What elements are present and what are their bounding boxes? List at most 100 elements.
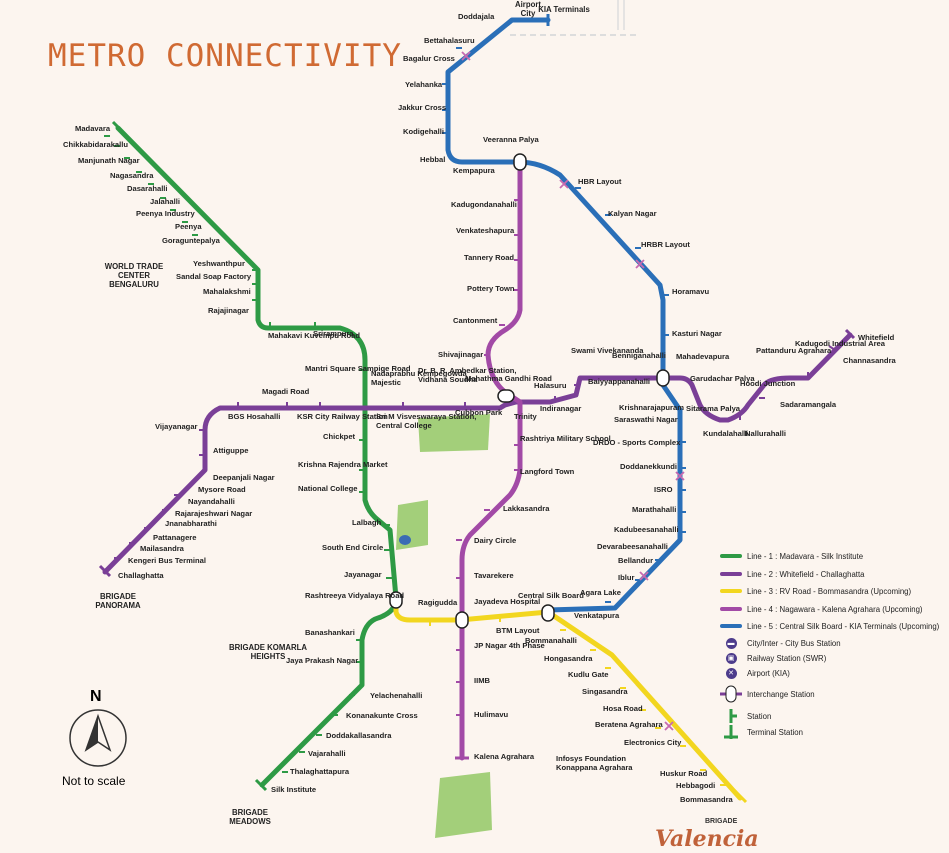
station-label: HRBR Layout [641,240,690,249]
station-label: Iblur [618,573,635,582]
station-label: HBR Layout [578,177,622,186]
legend-line-3: Line - 3 : RV Road - Bommasandra (Upcomi… [720,585,911,597]
station-label: Jalahalli [150,197,180,206]
station-label: Rajarajeshwari Nagar [175,509,253,518]
station-label: Agara Lake [580,588,621,597]
station-label: Kalyan Nagar [608,209,657,218]
station-label: Garudachar Palya [690,374,755,383]
station-ticks [104,47,836,786]
station-label: Cubbon Park [455,408,503,417]
station-label: Pottery Town [467,284,515,293]
interchange-markers [389,153,670,629]
line-1-route [115,125,399,788]
station-label: Vajarahalli [308,749,346,758]
terminal-icon [724,725,738,739]
station-label: DRDO - Sports Complex [593,438,681,447]
station-label: Banashankari [305,628,355,637]
station-tick-icon [729,709,737,723]
station-label: Doddakallasandra [326,731,392,740]
station-label: Challaghatta [118,571,164,580]
station-label: Jakkur Cross [398,103,447,112]
station-label: Swami Vivekananda [571,346,644,355]
station-label: Beratena Agrahara [595,720,663,729]
station-label: Kadugodi Industrial Area [795,339,886,348]
station-label: National College [298,484,358,493]
station-label: Mahalakshmi [203,287,251,296]
station-label: Singasandra [582,687,628,696]
station-label: Doddanekkundi [620,462,677,471]
station-label: Kalena Agrahara [474,752,535,761]
station-label: South End Circle [322,543,384,552]
station-label: Huskur Road [660,769,708,778]
station-label: Lalbagh [352,518,382,527]
station-label: Horamavu [672,287,710,296]
station-label: Langford Town [520,467,575,476]
station-label: Bellandur [618,556,654,565]
station-label: Manjunath Nagar [78,156,140,165]
station-label: Bettahalasuru [424,36,475,45]
station-label: Nagasandra [110,171,154,180]
station-label: Mahadevapura [676,352,730,361]
station-label: Mantri Square Sampige Road [305,364,411,373]
map-title: METRO CONNECTIVITY [48,38,402,74]
station-label: Madavara [75,124,111,133]
station-label: Devarabeesanahalli [597,542,668,551]
legend-station: Station [720,709,771,723]
station-label: Veeranna Palya [483,135,539,144]
station-label: Konanakunte Cross [346,711,418,720]
station-label: Krishna Rajendra Market [298,460,388,469]
station-label: Mysore Road [198,485,246,494]
station-label: BTM Layout [496,626,540,635]
legend-line-1: Line - 1 : Madavara - Silk Institute [720,550,863,562]
station-label: Yelahanka [405,80,443,89]
station-label: Sadaramangala [780,400,837,409]
station-label: Trinity [514,412,537,421]
station-label: Kudlu Gate [568,670,609,679]
station-label: Magadi Road [262,387,310,396]
terminal-markers [98,14,856,804]
station-label: Hebbal [420,155,446,164]
legend-line-4: Line - 4 : Nagawara - Kalena Agrahara (U… [720,603,923,615]
station-label: Hosa Road [603,704,643,713]
airport-road-line [617,0,625,30]
bus-icon: ▬ [725,637,737,649]
station-label: Indiranagar [540,404,582,413]
interchange-icon [720,685,742,703]
station-label: Hongasandra [544,654,593,663]
landmark-label: BRIGADE KOMARLA HEIGHTS [229,643,307,661]
station-label: Venkateshapura [456,226,515,235]
station-label: Halasuru [534,381,567,390]
station-label: Vijayanagar [155,422,198,431]
lalbagh-lake [399,535,411,545]
station-label: Chikkabidarakallu [63,140,128,149]
station-label: Kodigehalli [403,127,444,136]
station-label: Sitarama Palya [686,404,741,413]
compass-icon [69,709,127,767]
landmark-label: Airport City [515,0,541,18]
legend-line-2: Line - 2 : Whitefield - Challaghatta [720,568,864,580]
station-label: Kempapura [453,166,495,175]
legend-terminal: Terminal Station [720,725,803,739]
station-label: Thalaghattapura [290,767,350,776]
station-label: Kasturi Nagar [672,329,722,338]
north-compass: N Not to scale [56,688,146,788]
station-label: Central Silk Board [518,591,584,600]
station-label: Yeshwanthpur [193,259,245,268]
station-label: Chickpet [323,432,356,441]
station-label: Channasandra [843,356,896,365]
landmark-label: KIA Terminals [538,5,590,14]
legend-airport: ✕Airport (KIA) [720,667,790,679]
station-label: Dr. B. R. Ambedkar Station, Vidhana Soud… [418,366,517,384]
station-label: Tannery Road [464,253,515,262]
station-label: Krishnarajapuram [619,403,684,412]
station-label: Tavarekere [474,571,514,580]
station-label: Rashtriya Military School [520,434,611,443]
station-label: Peenya Industry [136,209,195,218]
station-label: Bommanahalli [525,636,577,645]
station-label: Nadaprabhu Kempegowda Majestic [371,369,467,387]
station-label: Silk Institute [271,785,317,794]
station-label: Bommasandra [680,795,733,804]
station-label: Kundalahalli [703,429,749,438]
bannerghatta-park-area [435,772,492,838]
